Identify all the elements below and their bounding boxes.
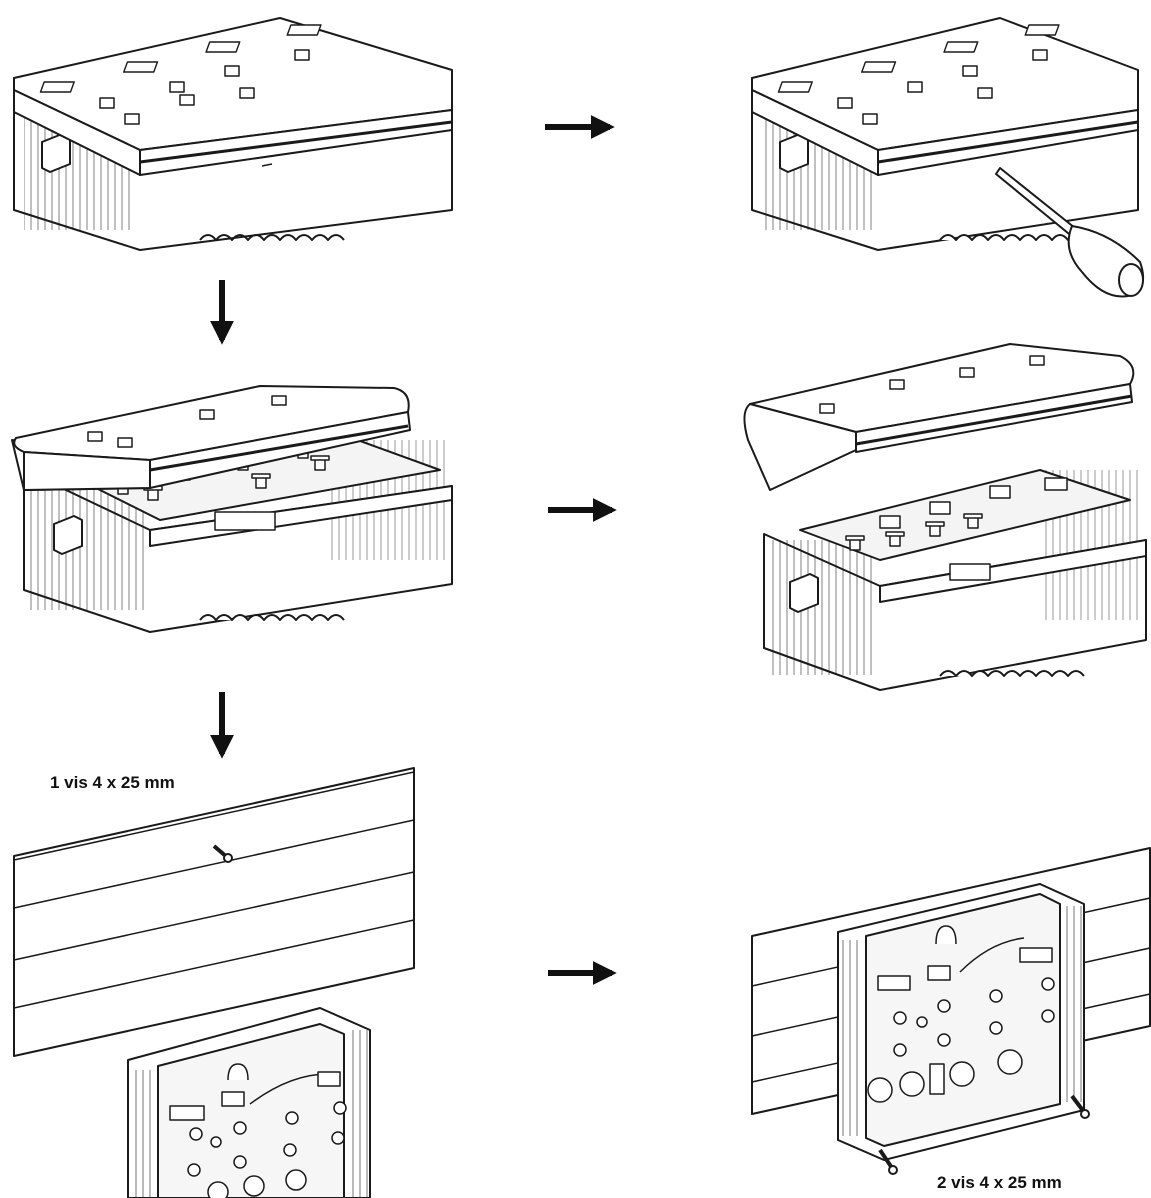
step-lid-removed — [743, 343, 1147, 691]
caption-two-screws: 2 vis 4 x 25 mm — [937, 1173, 1062, 1192]
step-closed-unit — [13, 17, 453, 251]
step-base-mounted — [751, 847, 1151, 1175]
step-screwdriver-release — [751, 17, 1144, 298]
step-wall-single-screw — [13, 767, 415, 1198]
step-lid-tilting — [11, 385, 453, 633]
caption-one-screw: 1 vis 4 x 25 mm — [50, 773, 175, 792]
